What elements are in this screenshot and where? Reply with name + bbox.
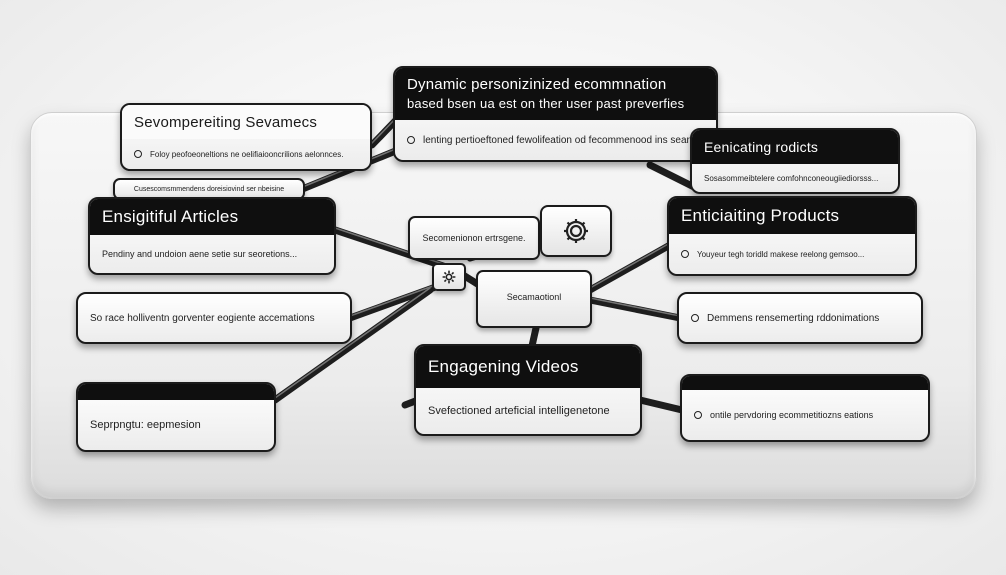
hub-label-top-text: Secomenionon ertrsgene.	[422, 233, 526, 243]
products-card-title: Enticiaiting Products	[681, 206, 840, 225]
hub-small-gear-box[interactable]	[432, 263, 466, 291]
videos-card[interactable]: Engagening Videos Svefectioned arteficia…	[414, 344, 642, 436]
left-bottom-card-text: Seprpngtu: eepmesion	[90, 419, 201, 431]
right-top-card[interactable]: Eenicating rodicts Sosasommeibtelere com…	[690, 128, 900, 194]
right-top-card-title: Eenicating rodicts	[704, 139, 819, 155]
right-mid-card[interactable]: Demmens rensemerting rddonimations	[677, 292, 923, 344]
left-tab-text: Cusescomsmmendens doreisiovind ser nbeis…	[133, 185, 285, 193]
left-mid-card[interactable]: So race holliventn gorventer eogiente ac…	[76, 292, 352, 344]
products-card-body: Youyeur tegh toridld makese reelong gems…	[697, 249, 865, 259]
articles-card-body: Pendiny and undoion aene setie sur seore…	[102, 249, 298, 259]
right-mid-card-text: Demmens rensemerting rddonimations	[707, 312, 880, 324]
bullet-icon	[134, 150, 142, 158]
left-mid-card-text: So race holliventn gorventer eogiente ac…	[90, 312, 315, 324]
articles-card[interactable]: Ensigitiful Articles Pendiny and undoion…	[88, 197, 336, 275]
videos-card-body: Svefectioned arteficial intelligenetone	[428, 405, 610, 417]
top-card[interactable]: Dynamic personizinized ecommnation based…	[393, 66, 718, 162]
bullet-icon	[694, 411, 702, 419]
top-card-title-line2: based bsen ua est on ther user past prev…	[407, 96, 685, 111]
hub-label-center-text: Secamaotionl	[506, 292, 562, 302]
videos-card-title: Engagening Videos	[428, 357, 579, 376]
right-bottom-card-text: ontile pervdoring ecommetitiozns eations	[710, 410, 874, 420]
hub-label-top[interactable]: Secomenionon ertrsgene.	[408, 216, 540, 260]
right-top-card-body: Sosasommeibtelere comfohnconeougiiediors…	[704, 173, 879, 183]
hub-label-center[interactable]: Secamaotionl	[476, 270, 592, 328]
bullet-icon	[407, 136, 415, 144]
right-bottom-card[interactable]: ontile pervdoring ecommetitiozns eations	[680, 374, 930, 442]
left-top-card-title: Sevompereiting Sevamecs	[134, 113, 318, 131]
gear-icon	[564, 219, 588, 243]
top-card-title-line1: Dynamic personizinized ecommnation	[407, 76, 667, 93]
left-bottom-card[interactable]: Seprpngtu: eepmesion	[76, 382, 276, 452]
bullet-icon	[681, 250, 689, 258]
top-card-body: lenting pertioeftoned fewolifeation od f…	[423, 134, 714, 146]
left-top-card-body: Foloy peofoeoneltions ne oelifiaiooncril…	[150, 149, 344, 159]
hub-gear-box[interactable]	[540, 205, 612, 257]
left-top-card[interactable]: Sevompereiting Sevamecs Foloy peofoeonel…	[120, 103, 372, 171]
bullet-icon	[691, 314, 699, 322]
gear-icon	[442, 270, 456, 284]
products-card[interactable]: Enticiaiting Products Youyeur tegh torid…	[667, 196, 917, 276]
articles-card-title: Ensigitiful Articles	[102, 207, 239, 226]
